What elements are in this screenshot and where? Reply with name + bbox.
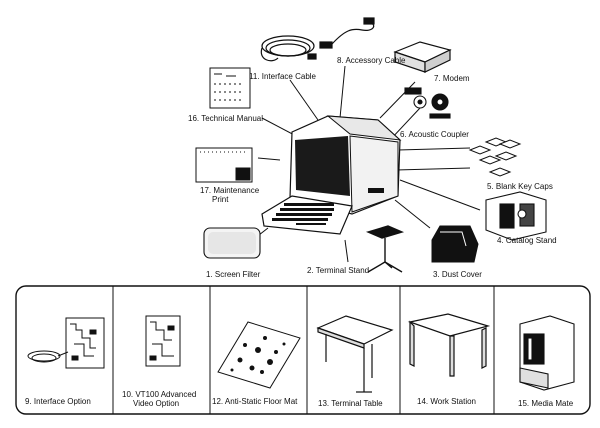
label-work-station: 14. Work Station xyxy=(417,397,476,406)
label-acoustic-coupler: 6. Acoustic Coupler xyxy=(400,130,469,139)
label-media-mate: 15. Media Mate xyxy=(518,399,574,408)
floor-mat-art xyxy=(217,321,301,389)
interface-option-art xyxy=(27,317,105,369)
work-station-art xyxy=(407,313,491,377)
maintenance-print-art xyxy=(195,147,253,183)
label-catalog-stand: 4. Catalog Stand xyxy=(497,236,557,245)
blank-key-caps-art xyxy=(468,137,522,177)
label-technical-manual: 16. Technical Manual xyxy=(188,114,264,123)
advanced-video-option-art xyxy=(145,315,181,367)
acoustic-coupler-art xyxy=(404,87,451,119)
label-terminal-stand: 2. Terminal Stand xyxy=(307,266,370,275)
label-maintenance-1: 17. Maintenance xyxy=(200,186,260,195)
vt100-terminal xyxy=(261,115,402,235)
modem-art xyxy=(393,41,452,73)
label-accessory-cable: 8. Accessory Cable xyxy=(337,56,406,65)
accessory-cable-art xyxy=(319,17,375,49)
dust-cover-art xyxy=(431,225,479,263)
label-floor-mat: 12. Anti-Static Floor Mat xyxy=(212,397,298,406)
terminal-table-art xyxy=(316,315,394,393)
options-dividers xyxy=(112,286,495,414)
label-terminal-table: 13. Terminal Table xyxy=(318,399,383,408)
media-mate-art xyxy=(519,315,575,391)
technical-manual-art xyxy=(209,67,251,109)
label-maintenance-2: Print xyxy=(212,195,229,204)
label-interface-option: 9. Interface Option xyxy=(25,397,91,406)
interface-cable-art xyxy=(260,35,317,62)
label-screen-filter: 1. Screen Filter xyxy=(206,270,261,279)
terminal-screen xyxy=(295,136,350,196)
leader-lines xyxy=(249,65,481,263)
label-advanced-video-1: 10. VT100 Advanced xyxy=(122,390,197,399)
label-modem: 7. Modem xyxy=(434,74,470,83)
options-frame xyxy=(15,285,591,415)
label-dust-cover: 3. Dust Cover xyxy=(433,270,482,279)
label-blank-key-caps: 5. Blank Key Caps xyxy=(487,182,553,191)
screen-filter-art xyxy=(203,227,261,259)
label-advanced-video-2: Video Option xyxy=(133,399,180,408)
catalog-stand-art xyxy=(485,191,547,241)
label-interface-cable: 11. Interface Cable xyxy=(249,72,317,81)
terminal-stand-art xyxy=(365,225,405,273)
